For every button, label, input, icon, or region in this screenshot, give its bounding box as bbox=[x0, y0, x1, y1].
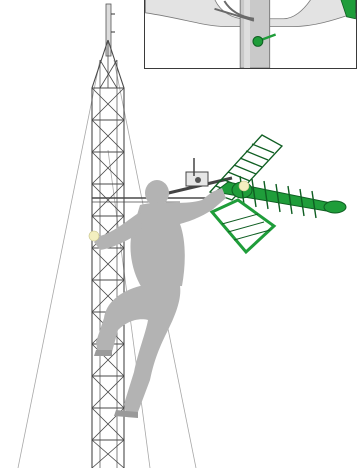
mast-clamp-detail bbox=[145, 0, 356, 68]
inset-detail-frame bbox=[144, 0, 357, 69]
antenna bbox=[210, 135, 346, 252]
